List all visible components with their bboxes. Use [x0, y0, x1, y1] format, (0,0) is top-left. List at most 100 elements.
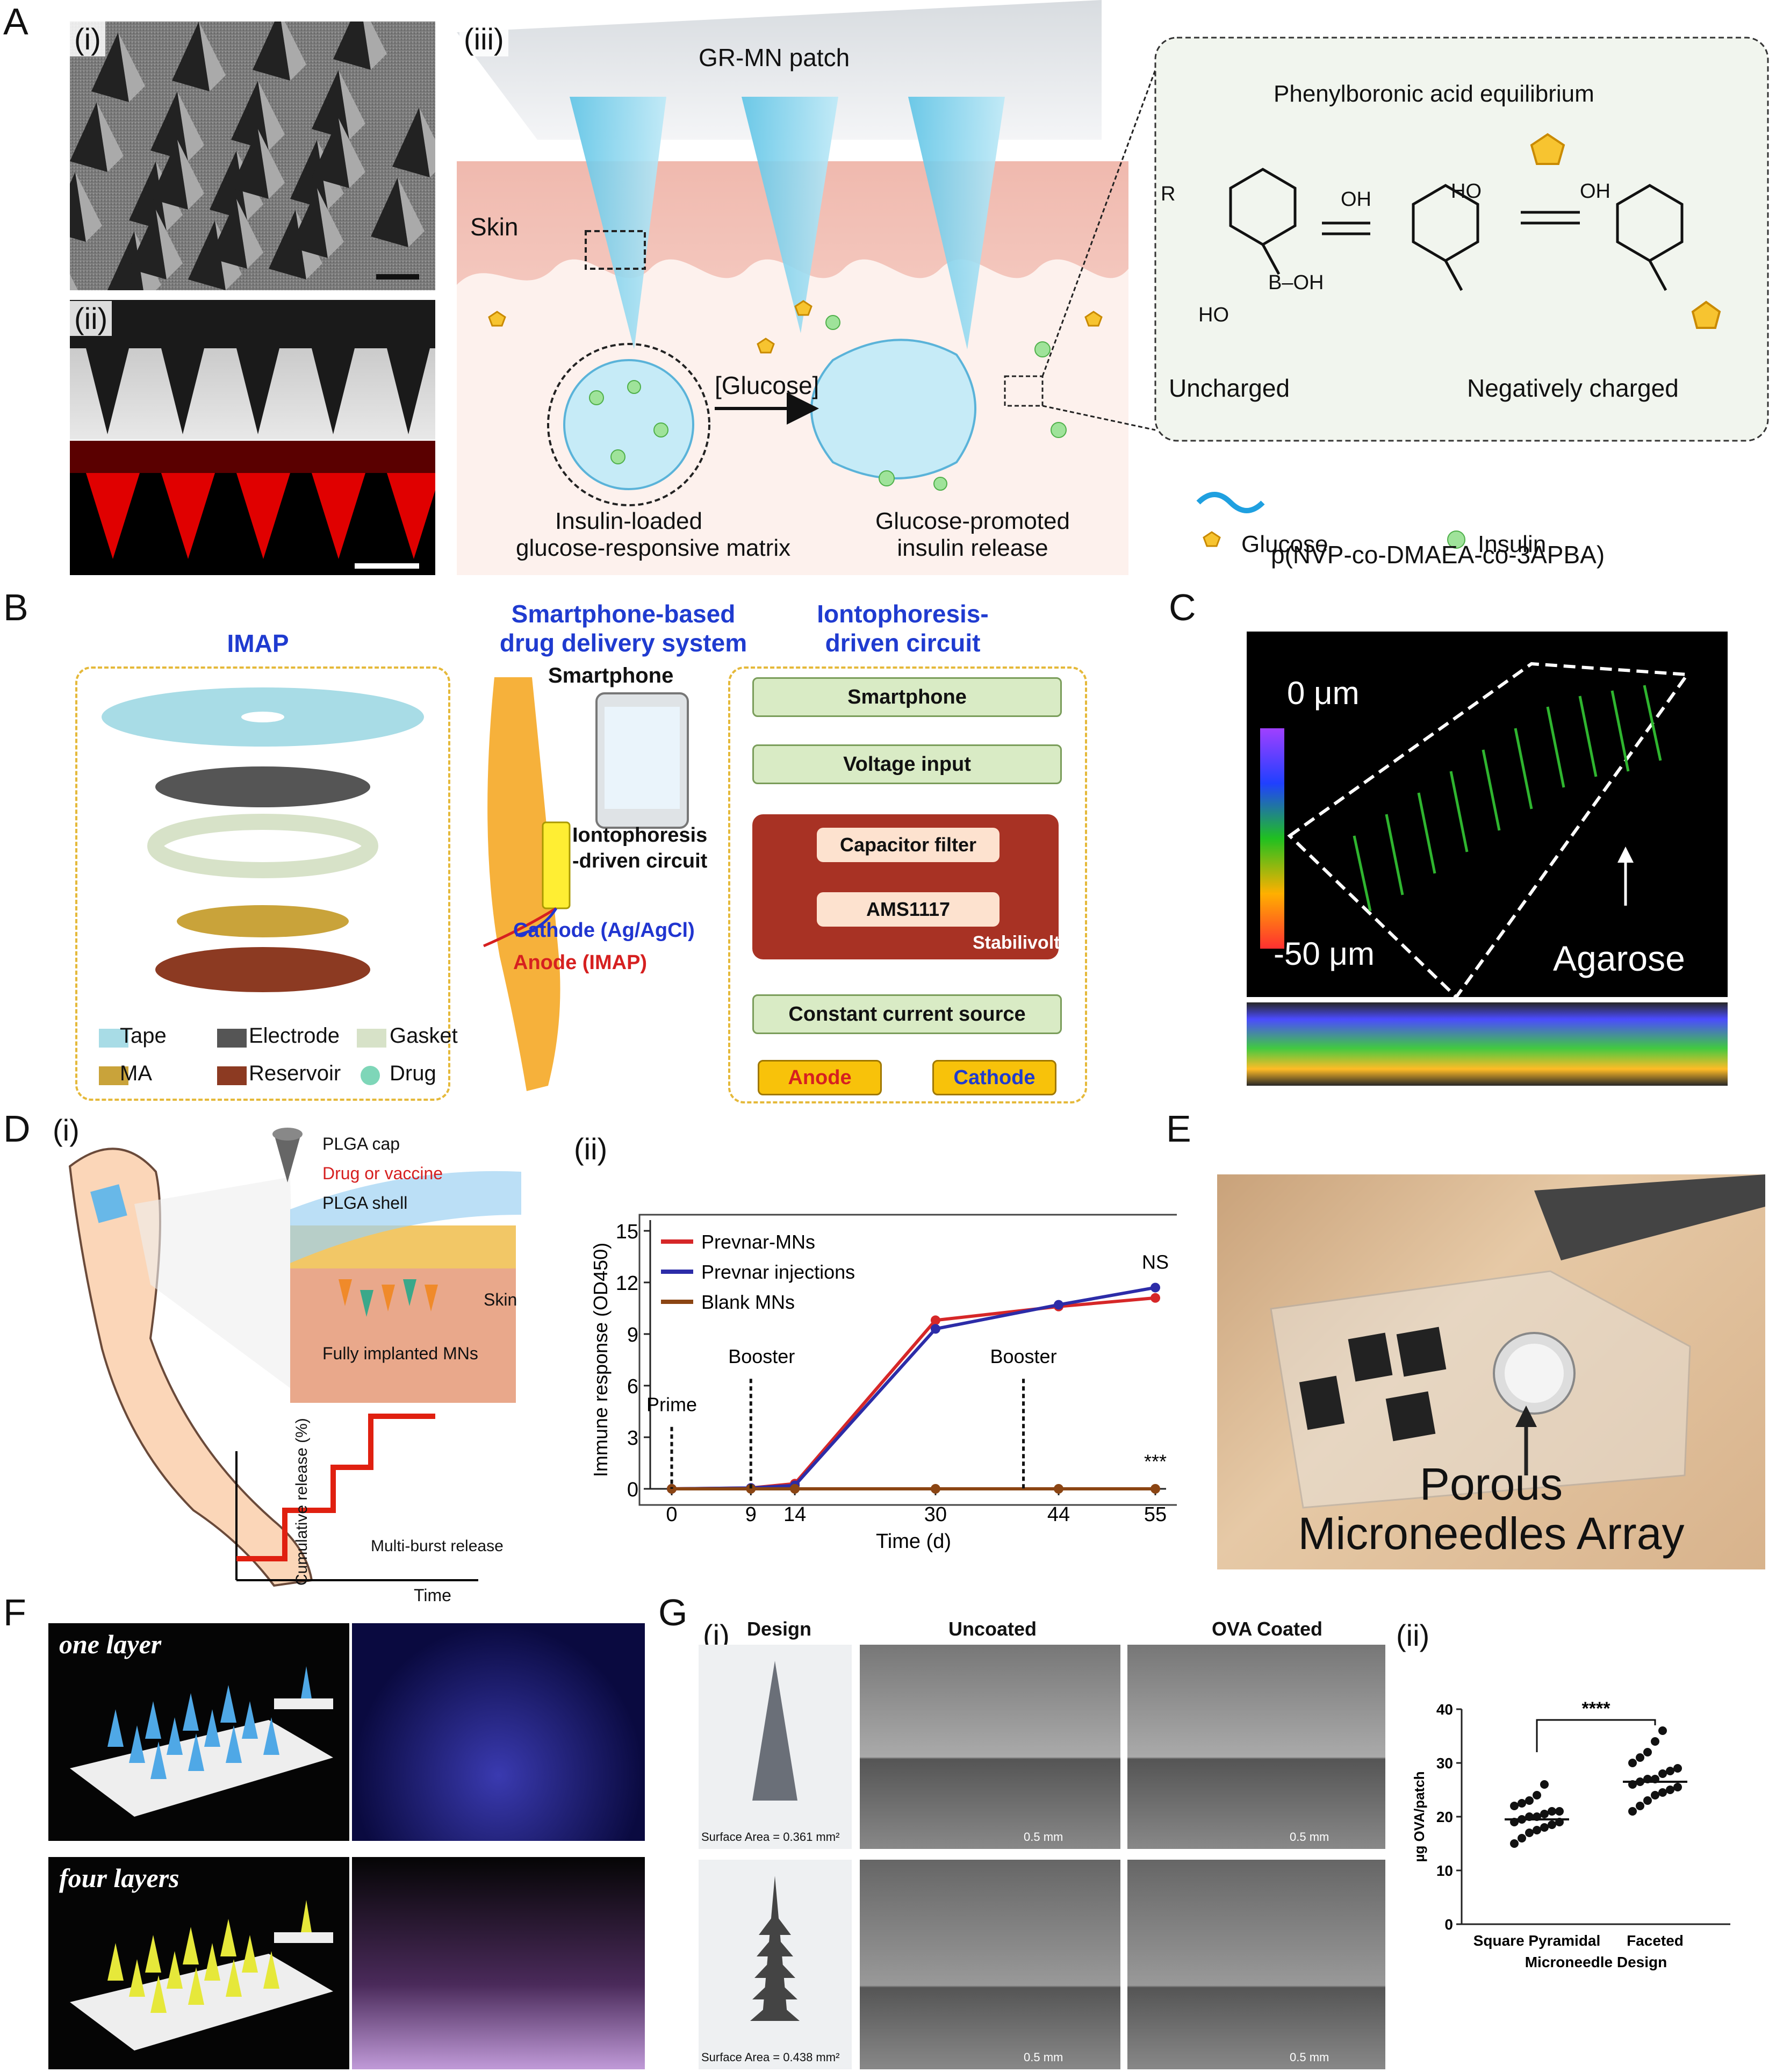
- annotation: Booster: [990, 1345, 1057, 1367]
- x-tick-label: 9: [745, 1503, 757, 1526]
- legend-label: Prevnar injections: [701, 1261, 855, 1283]
- legend-tape: Tape: [120, 1024, 167, 1048]
- data-point: [1673, 1764, 1682, 1773]
- data-point: [1540, 1810, 1549, 1818]
- data-point: [1151, 1293, 1160, 1303]
- panel-label-g: G: [658, 1591, 688, 1633]
- negatively-charged-label: Negatively charged: [1467, 374, 1679, 402]
- data-point: [1555, 1807, 1564, 1816]
- uncoated-sem-2: [860, 1860, 1120, 2069]
- legend-label: Prevnar-MNs: [701, 1231, 815, 1253]
- cathode-agcl-label: Cathode (Ag/AgCl): [513, 919, 695, 942]
- series-line: [671, 1296, 1156, 1490]
- confocal-side-view: [1247, 1002, 1728, 1086]
- sem-image-microneedles: [70, 21, 435, 290]
- legend-ma: MA: [120, 1062, 152, 1085]
- data-point: [1628, 1807, 1637, 1816]
- category-label: Faceted: [1627, 1932, 1684, 1949]
- fluorescence-image: [70, 441, 435, 575]
- y-tick-label: 6: [627, 1375, 638, 1398]
- side-view-image: [70, 300, 435, 440]
- data-point: [1651, 1737, 1659, 1746]
- ova-coated-col-header: OVA Coated: [1212, 1618, 1323, 1640]
- plga-cap-label: PLGA cap: [322, 1134, 400, 1153]
- panel-label-f: F: [3, 1591, 26, 1633]
- arm-with-device: [468, 677, 725, 1096]
- significance-label: ****: [1582, 1698, 1611, 1719]
- chem-r-1: R: [1161, 183, 1176, 205]
- data-point: [1643, 1796, 1652, 1805]
- one-layer-schematic: [48, 1623, 349, 1841]
- panel-label-e: E: [1166, 1108, 1191, 1150]
- data-point: [1658, 1788, 1667, 1797]
- polymer-legend: p(NVP-co-DMAEA-co-3APBA): [1271, 541, 1605, 569]
- skin-label: Skin: [470, 213, 519, 241]
- flow-voltage-input: Voltage input: [752, 744, 1062, 784]
- y-axis-title: Immune response (OD450): [589, 1243, 612, 1477]
- chem-oh-minus: OH: [1341, 188, 1371, 211]
- capacitor-filter: Capacitor filter: [817, 828, 1000, 862]
- data-point: [1548, 1807, 1556, 1816]
- legend-drug: Drug: [390, 1062, 436, 1085]
- insulin-legend: Insulin: [1478, 531, 1547, 557]
- flow-smartphone: Smartphone: [752, 677, 1062, 717]
- x-tick-label: 0: [666, 1503, 677, 1526]
- subpanel-label-aiii: (iii): [459, 21, 508, 56]
- panel-label-c: C: [1169, 586, 1196, 628]
- y-tick-label: 3: [627, 1427, 638, 1450]
- smartphone-label: Smartphone: [548, 664, 674, 687]
- data-point: [930, 1324, 940, 1334]
- data-point: [1510, 1839, 1519, 1848]
- data-point: [1643, 1748, 1652, 1756]
- scale-bar-1: 0.5 mm: [1024, 1830, 1063, 1844]
- flow-cathode: Cathode: [932, 1060, 1056, 1095]
- pba-title: Phenylboronic acid equilibrium: [1274, 81, 1594, 107]
- ova-coated-sem-1: [1127, 1645, 1385, 1849]
- legend-gasket: Gasket: [390, 1024, 458, 1048]
- imap-exploded-view: [75, 666, 450, 1101]
- glucose-increase-label: [Glucose]: [715, 371, 819, 399]
- scale-bar-4: 0.5 mm: [1290, 2051, 1329, 2064]
- data-point: [790, 1484, 800, 1494]
- data-point: [1658, 1769, 1667, 1778]
- category-label: Square Pyramidal: [1473, 1932, 1601, 1949]
- implanted-mn-schematic: [59, 1123, 586, 1602]
- y-tick-label: 30: [1436, 1755, 1453, 1772]
- gr-mn-patch-label: GR-MN patch: [699, 44, 850, 71]
- legend-electrode: Electrode: [249, 1024, 340, 1048]
- chem-ho: HO: [1198, 304, 1229, 326]
- chem-oh-glucose: OH: [1580, 180, 1610, 203]
- x-axis-title: Microneedle Design: [1525, 1954, 1667, 1970]
- uncoated-sem-1: [860, 1645, 1120, 1849]
- four-layers-photo: [352, 1857, 645, 2069]
- flow-anode: Anode: [758, 1060, 882, 1095]
- depth-bottom-label: -50 μm: [1274, 936, 1375, 972]
- x-tick-label: 55: [1144, 1503, 1167, 1526]
- surface-area-1: Surface Area = 0.361 mm²: [701, 1830, 840, 1844]
- drug-vaccine-label: Drug or vaccine: [322, 1164, 443, 1183]
- y-tick-label: 9: [627, 1324, 638, 1346]
- four-layers-schematic: [48, 1857, 349, 2069]
- glucose-legend: Glucose: [1241, 531, 1328, 557]
- data-point: [1636, 1753, 1644, 1762]
- data-point: [1533, 1826, 1541, 1834]
- y-tick-label: 10: [1436, 1862, 1453, 1879]
- y-tick-label: 20: [1436, 1809, 1453, 1825]
- four-layers-label: four layers: [59, 1863, 179, 1893]
- circuit-flowchart: [728, 666, 1087, 1103]
- x-axis-title: Time (d): [876, 1530, 951, 1553]
- data-point: [1518, 1799, 1526, 1808]
- design-col-header: Design: [747, 1618, 812, 1640]
- subpanel-label-di: (i): [48, 1113, 84, 1148]
- y-tick-label: 0: [627, 1479, 638, 1501]
- ionto-circuit-label: Iontophoresis-driven circuit: [572, 824, 708, 872]
- subpanel-label-aii: (ii): [70, 301, 112, 336]
- data-point: [1533, 1791, 1541, 1799]
- data-point: [1673, 1783, 1682, 1791]
- one-layer-photo: [352, 1623, 645, 1841]
- panel-label-d: D: [3, 1108, 31, 1150]
